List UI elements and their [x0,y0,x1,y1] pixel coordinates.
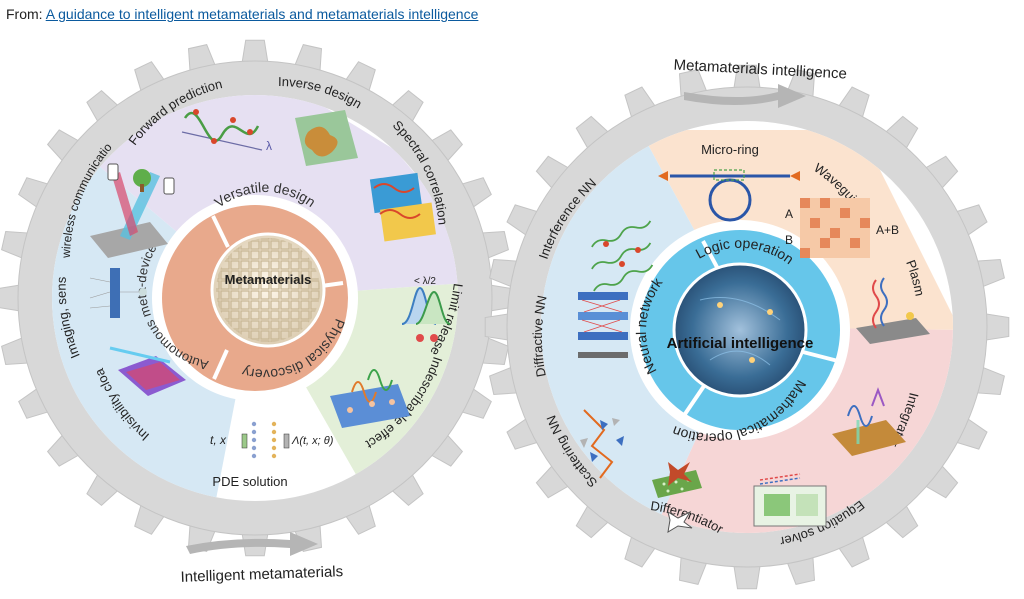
indescribable-effect-icon [330,369,410,428]
pde-network-icon: t, x Λ(t, x; θ) [210,421,334,459]
artificial-intelligence-core [672,262,808,398]
waveguide-logic-gate-icon: A B A+B [785,198,899,258]
wireless-communication-icon [90,163,175,258]
micro-ring-resonator-icon [658,169,800,222]
integrator-device-icon [832,387,906,456]
waveguide-output-a-plus-b: A+B [876,223,899,237]
left-gear-diagram: Metamaterials Versatile design Physical … [0,0,514,557]
imaging-sensing-array-icon [89,268,147,318]
figure-source-header: From: A guidance to intelligent metamate… [6,6,478,22]
spectral-correlation-map-icon [369,172,436,242]
article-link[interactable]: A guidance to intelligent metamaterials … [45,6,479,22]
svg-text:Diffractive NN: Diffractive NN [530,294,550,378]
left-gear-teeth [0,39,514,557]
micro-ring-label: Micro-ring [701,142,759,157]
intelligent-metamaterials-caption: Intelligent metamaterials [180,563,343,586]
intelligent-metamaterials-arrow-icon [186,532,318,556]
limit-release-peaks-icon: < λ/2 [401,276,451,342]
source-prefix: From: [6,6,43,22]
purple-sector [80,95,458,298]
differentiator-metasurface-icon [652,462,702,533]
pde-solution-label: PDE solution [212,474,287,489]
metamaterials-core-label: Metamaterials [225,272,312,287]
forward-prediction-graph-icon: λ [181,109,272,153]
plasmon-antenna-icon [856,277,930,344]
diffractive-nn-layers-icon [578,292,628,358]
pde-input-label: t, x [210,433,227,447]
interference-nn-waves-icon [591,220,654,292]
equation-solver-device-icon [753,473,827,527]
metamaterials-intelligence-arrow-icon [684,84,806,108]
lambda-symbol: λ [266,139,272,153]
intelligent-metamaterials-caption-group: Intelligent metamaterials [180,532,343,586]
artificial-intelligence-core-label: Artificial intelligence [667,335,814,352]
subwavelength-label: < λ/2 [414,276,436,287]
invisibility-cloak-surface-icon [109,346,186,396]
inverse-design-pattern-icon [295,110,358,166]
scattering-nn-particles-icon [580,409,624,479]
waveguide-input-b: B [785,233,793,247]
pde-output-label: Λ(t, x; θ) [291,435,334,447]
diffractive-nn-label: Diffractive NN [530,294,550,378]
waveguide-input-a: A [785,207,793,221]
